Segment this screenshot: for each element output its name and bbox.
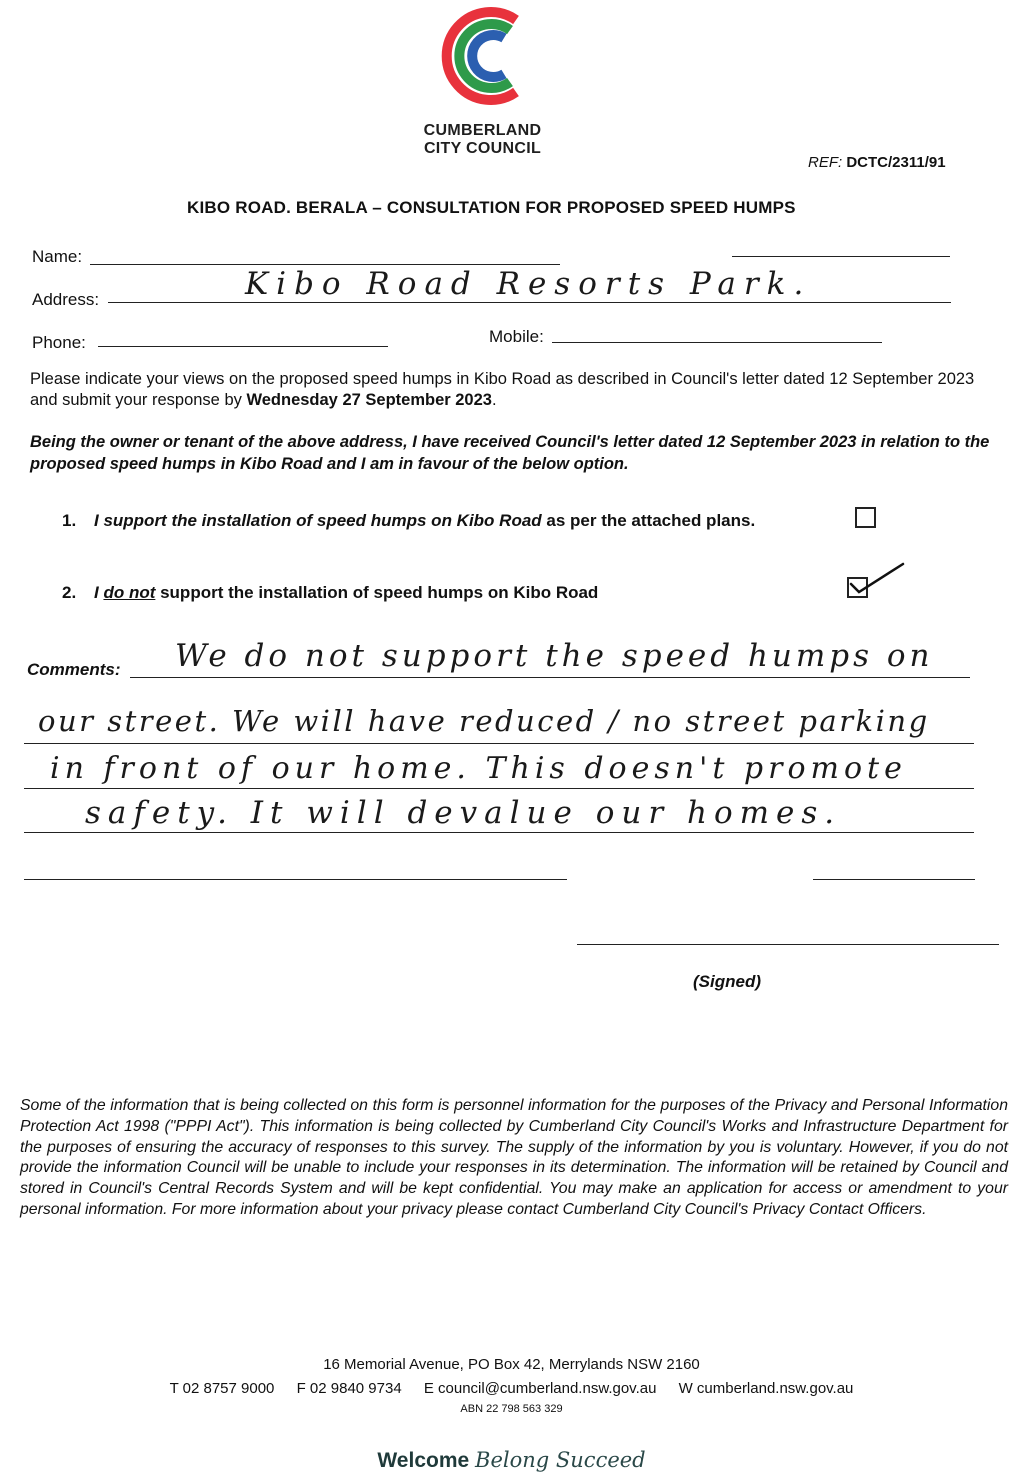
reference-number: REF: DCTC/2311/91 [808, 154, 946, 171]
comments-line-3[interactable] [24, 788, 974, 789]
form-title: KIBO ROAD. BERALA – CONSULTATION FOR PRO… [187, 198, 796, 217]
mobile-line[interactable] [552, 342, 882, 343]
comment-handwriting-1: We do not support the speed humps on [175, 638, 934, 674]
phone-line[interactable] [98, 346, 388, 347]
footer-contacts: T 02 8757 9000 F 02 9840 9734 E council@… [0, 1380, 1023, 1397]
name-label: Name: [32, 247, 83, 266]
footer-abn: ABN 22 798 563 329 [460, 1403, 563, 1415]
privacy-notice: Some of the information that is being co… [20, 1097, 1008, 1218]
reference-value: DCTC/2311/91 [846, 154, 946, 171]
footer-email[interactable]: E council@cumberland.nsw.gov.au [423, 1380, 657, 1397]
footer-phone: T 02 8757 9000 [169, 1380, 275, 1397]
comments-line-5-extension [813, 879, 975, 880]
phone-label: Phone: [32, 333, 86, 352]
option-2-text-post: support the installation of speed humps … [155, 583, 599, 602]
option-2-text-pre: I [94, 583, 104, 602]
footer-fax: F 02 9840 9734 [296, 1380, 402, 1397]
option-2-text-underlined: do not [103, 583, 156, 602]
tagline-belong-succeed: Belong Succeed [475, 1448, 646, 1472]
address-handwriting: Kibo Road Resorts Park. [245, 266, 812, 302]
signed-label: (Signed) [693, 972, 761, 991]
option-1-text: I support the installation of speed hump… [94, 511, 755, 531]
council-name-line1: CUMBERLAND [423, 122, 542, 139]
comment-handwriting-2: our street. We will have reduced / no st… [38, 704, 930, 738]
option-1-number: 1. [62, 511, 77, 530]
council-logo-icon [441, 7, 519, 105]
name-line[interactable] [90, 264, 560, 265]
council-name: CUMBERLAND CITY COUNCIL [400, 122, 565, 158]
option-1-text-main: I support the installation of speed hump… [94, 511, 542, 530]
comments-line-2[interactable] [24, 743, 974, 744]
tagline: Welcome Belong Succeed [0, 1448, 1023, 1473]
address-label: Address: [32, 290, 100, 309]
option-2-text: I do not support the installation of spe… [94, 583, 598, 603]
deadline: Wednesday 27 September 2023 [246, 391, 492, 409]
option-1-text-tail: as per the attached plans. [541, 511, 756, 530]
declaration-statement: Being the owner or tenant of the above a… [30, 433, 990, 473]
signature-line[interactable] [577, 944, 999, 945]
mobile-label: Mobile: [489, 327, 544, 346]
instructions: Please indicate your views on the propos… [30, 369, 990, 411]
name-line-extension [732, 256, 950, 257]
check-mark-icon [849, 562, 905, 594]
comments-line-5[interactable] [24, 879, 567, 880]
option-2-number: 2. [62, 583, 77, 602]
council-name-line2: CITY COUNCIL [423, 140, 542, 157]
footer-address: 16 Memorial Avenue, PO Box 42, Merryland… [323, 1356, 700, 1373]
comment-handwriting-3: in front of our home. This doesn't promo… [50, 751, 907, 786]
comments-line-4[interactable] [24, 832, 974, 833]
comments-line-1[interactable] [130, 677, 970, 678]
address-line[interactable] [108, 302, 951, 303]
reference-label: REF: [808, 154, 843, 171]
option-1-checkbox[interactable] [855, 507, 876, 528]
comments-label: Comments: [27, 660, 121, 679]
instructions-end: . [491, 391, 497, 409]
tagline-welcome: Welcome [377, 1449, 470, 1472]
comment-handwriting-4: safety. It will devalue our homes. [85, 795, 842, 831]
footer-website[interactable]: W cumberland.nsw.gov.au [678, 1380, 854, 1397]
instructions-text: Please indicate your views on the propos… [30, 370, 975, 409]
